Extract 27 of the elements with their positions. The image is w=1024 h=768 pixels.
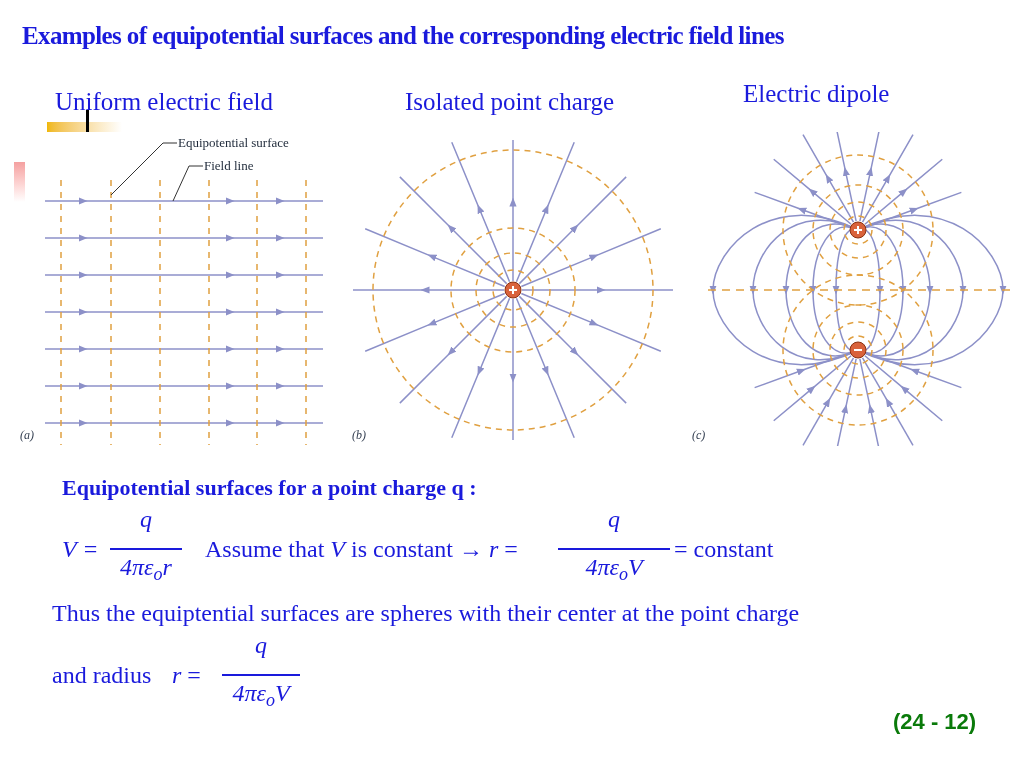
equation-text: Equipotential surfaces for a point charge q : [62, 474, 478, 502]
equation-text: and radius [52, 661, 153, 690]
equation-text: 4πε$_{o}$V [584, 553, 646, 582]
equation-text: q [254, 631, 268, 660]
slide-number: (24 - 12) [893, 708, 978, 736]
field-line [44, 197, 324, 205]
callout-label: Equipotential surface [178, 134, 289, 152]
equation-text: V = [62, 535, 100, 564]
equation-text: r = [172, 661, 202, 690]
slide-title: Examples of equipotential surfaces and the corresponding electric field lines [22, 21, 785, 51]
panel-heading: Isolated point charge [405, 87, 616, 117]
equation-text: Assume that V is constant → r = [205, 535, 519, 564]
panel-letter: (b) [352, 428, 367, 443]
leader-line [110, 142, 178, 196]
equation-text: q [607, 505, 621, 534]
panel-heading: Electric dipole [743, 79, 891, 109]
panel-letter: (a) [20, 428, 35, 443]
equation-text: q [139, 505, 153, 534]
equation-text: 4πε$_{o}$V [231, 679, 293, 708]
equation-text: Thus the equiptential surfaces are spheres with their center at the point charge [52, 599, 801, 628]
panel-letter: (c) [692, 428, 707, 443]
equipotential-line [110, 179, 112, 446]
equation-text: = constant [674, 535, 775, 564]
equation-text: 4πε$_{o}$r [119, 553, 173, 582]
callout-label: Field line [204, 157, 254, 175]
panel-heading: Uniform electric field [55, 87, 274, 117]
leader-line [172, 165, 204, 202]
